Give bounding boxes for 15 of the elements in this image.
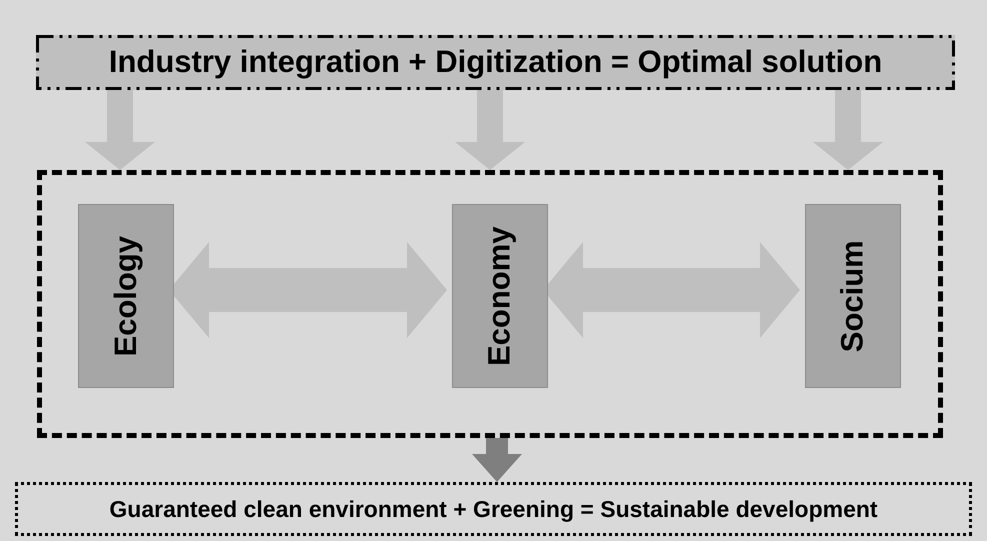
pillar-box: [805, 204, 901, 388]
pillar-box: [78, 204, 174, 388]
label-text: Socium: [834, 240, 871, 352]
label-text: Economy: [480, 226, 518, 366]
block-arrow: [813, 90, 883, 170]
label-text: Ecology: [106, 236, 144, 356]
label-text: Guaranteed clean environment + Greening = Sustainable development: [109, 494, 878, 524]
block-arrow: [472, 438, 522, 482]
result-box: [15, 482, 972, 536]
label-text: Industry integration + Digitization = Optimal solution: [108, 43, 882, 82]
dashed-frame: [37, 170, 943, 438]
block-arrow: [455, 90, 525, 170]
pillar-box: [452, 204, 548, 388]
heading-box: [36, 35, 955, 90]
block-arrow: [85, 90, 155, 170]
